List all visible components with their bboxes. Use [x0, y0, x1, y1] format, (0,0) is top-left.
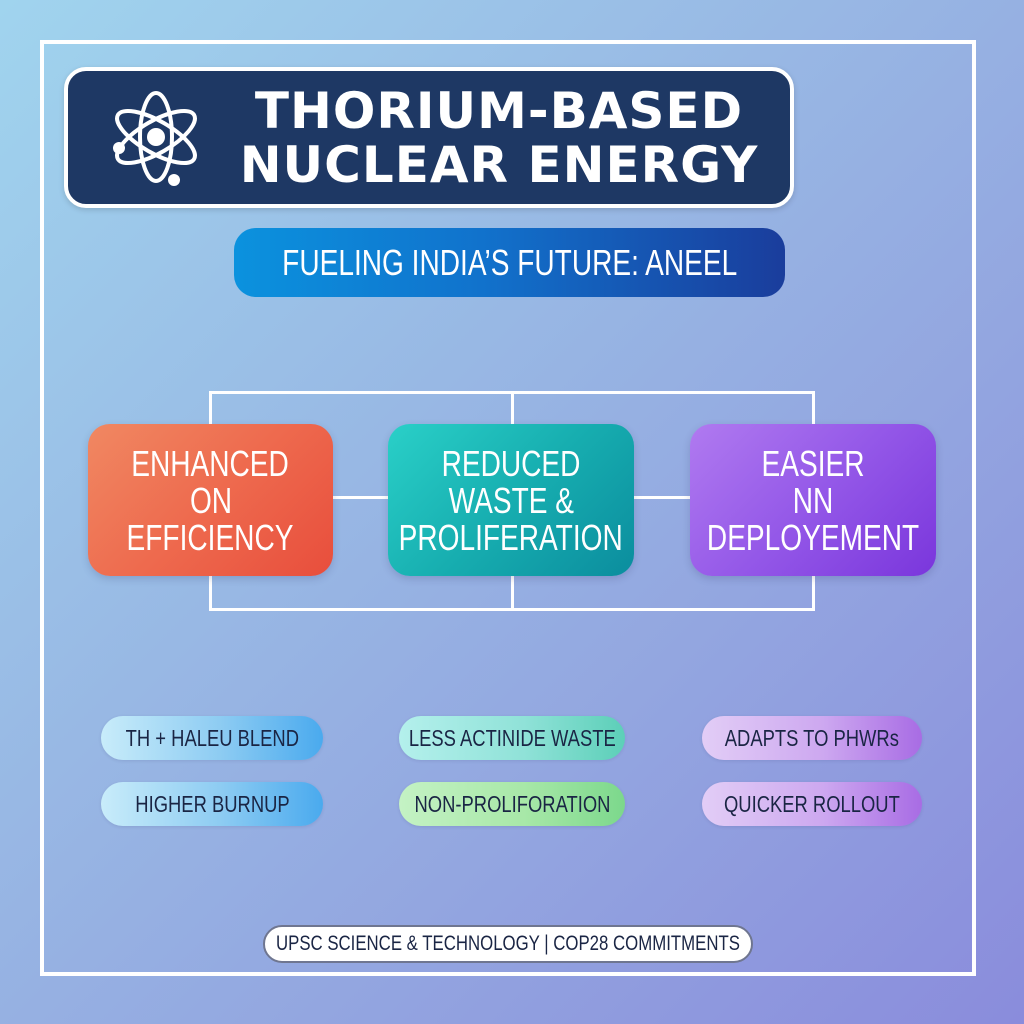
connector-right-middle: [634, 496, 690, 499]
benefit-box-waste: REDUCED WASTE & PROLIFERATION: [388, 424, 634, 576]
atom-icon: [113, 91, 197, 186]
benefit-line: EFFICIENCY: [127, 516, 294, 558]
tag-pill: NON-PROLIFORATION: [399, 782, 625, 826]
subtitle-banner: FUELING INDIA’S FUTURE: ANEEL: [234, 228, 785, 297]
benefit-line: PROLIFERATION: [398, 516, 624, 558]
title-banner: THORIUM-BASED NUCLEAR ENERGY: [64, 67, 794, 208]
footer-badge: UPSC SCIENCE & TECHNOLOGY | COP28 COMMIT…: [263, 925, 753, 963]
benefit-line: ENHANCED: [131, 442, 290, 484]
footer-text: UPSC SCIENCE & TECHNOLOGY | COP28 COMMIT…: [276, 932, 740, 955]
page-title: THORIUM-BASED NUCLEAR ENERGY: [218, 71, 780, 204]
tag-label: NON-PROLIFORATION: [414, 790, 610, 817]
tag-label: HIGHER BURNUP: [134, 790, 290, 817]
benefit-line: EASIER: [761, 442, 865, 484]
tag-pill: QUICKER ROLLOUT: [702, 782, 922, 826]
benefit-line: WASTE &: [448, 479, 574, 521]
benefit-line: ON: [189, 479, 232, 521]
tag-pill: HIGHER BURNUP: [101, 782, 323, 826]
tag-pill: TH + HALEU BLEND: [101, 716, 323, 760]
outer-frame: [40, 40, 976, 976]
subtitle-text: FUELING INDIA’S FUTURE: ANEEL: [281, 241, 738, 283]
connector-left-middle: [333, 496, 389, 499]
benefit-line: DEPLOYEMENT: [706, 516, 920, 558]
benefit-line: NN: [792, 479, 834, 521]
benefit-box-efficiency: ENHANCED ON EFFICIENCY: [88, 424, 333, 576]
title-line-2: NUCLEAR ENERGY: [239, 135, 759, 194]
title-line-1: THORIUM-BASED: [254, 81, 744, 140]
tag-label: LESS ACTINIDE WASTE: [408, 724, 616, 751]
benefit-box-deployment: EASIER NN DEPLOYEMENT: [690, 424, 936, 576]
benefit-line: REDUCED: [441, 442, 581, 484]
tag-label: ADAPTS TO PHWRs: [724, 724, 900, 751]
tag-pill: ADAPTS TO PHWRs: [702, 716, 922, 760]
tag-label: TH + HALEU BLEND: [125, 724, 299, 751]
tag-pill: LESS ACTINIDE WASTE: [399, 716, 625, 760]
tag-label: QUICKER ROLLOUT: [724, 790, 900, 817]
